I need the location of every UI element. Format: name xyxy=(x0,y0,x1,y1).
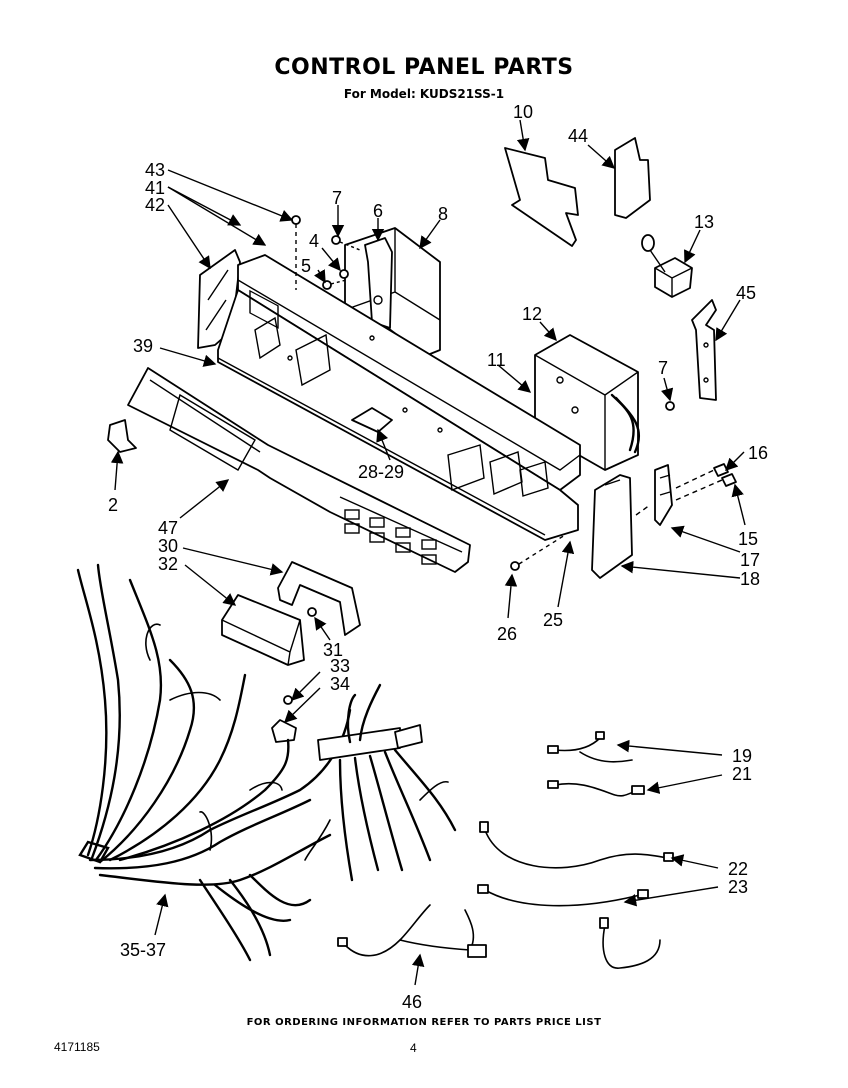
callout-5: 5 xyxy=(301,256,311,276)
callout-18: 18 xyxy=(740,569,760,589)
page-number: 4 xyxy=(410,1041,417,1055)
callout-43: 43 xyxy=(145,160,165,180)
callout-35-37: 35-37 xyxy=(120,940,166,960)
callout-34: 34 xyxy=(330,674,350,694)
callout-41: 41 xyxy=(145,178,165,198)
callout-19: 19 xyxy=(732,746,752,766)
callout-2: 2 xyxy=(108,495,118,515)
callout-23: 23 xyxy=(728,877,748,897)
callout-22: 22 xyxy=(728,859,748,879)
callout-44: 44 xyxy=(568,126,588,146)
part-45-bracket xyxy=(691,299,717,401)
wire-19 xyxy=(547,731,633,763)
callout-25: 25 xyxy=(543,610,563,630)
callout-16: 16 xyxy=(748,443,768,463)
callout-labels: 43 41 42 7 6 8 10 44 13 4 5 12 45 39 11 … xyxy=(108,102,768,1012)
part-30-bracket xyxy=(277,561,361,636)
part-18-end-cap xyxy=(591,474,633,579)
callout-33: 33 xyxy=(330,656,350,676)
part-2-label xyxy=(107,419,137,453)
part-47-overlay xyxy=(127,367,471,573)
wire-22 xyxy=(479,821,674,869)
wire-46 xyxy=(337,904,487,958)
part-8-box xyxy=(344,227,441,357)
callout-30: 30 xyxy=(158,536,178,556)
main-console-panel xyxy=(217,254,581,541)
callout-8: 8 xyxy=(438,204,448,224)
callout-11: 11 xyxy=(487,350,506,370)
callout-21: 21 xyxy=(732,764,752,784)
callout-26: 26 xyxy=(497,624,517,644)
callout-13: 13 xyxy=(694,212,714,232)
callout-10: 10 xyxy=(513,102,533,122)
callout-6: 6 xyxy=(373,201,383,221)
part-32-lamp xyxy=(221,594,305,666)
callout-7b: 7 xyxy=(658,358,668,378)
wire-harness-35-37 xyxy=(76,563,352,962)
callout-39: 39 xyxy=(133,336,153,356)
callout-7a: 7 xyxy=(332,188,342,208)
wire-23 xyxy=(477,884,661,969)
part-17-bracket xyxy=(654,464,673,526)
part-44-panel xyxy=(614,137,651,219)
wire-21 xyxy=(547,780,645,797)
callout-12: 12 xyxy=(522,304,542,324)
part-10-panel xyxy=(504,147,579,247)
callout-42: 42 xyxy=(145,195,165,215)
part-13-switch xyxy=(641,234,693,298)
callout-46: 46 xyxy=(402,992,422,1012)
model-subtitle: For Model: KUDS21SS-1 xyxy=(343,87,505,101)
callout-32: 32 xyxy=(158,554,178,574)
ordering-note: FOR ORDERING INFORMATION REFER TO PARTS … xyxy=(246,1017,602,1028)
callout-4: 4 xyxy=(309,231,319,251)
callout-28-29: 28-29 xyxy=(358,462,404,482)
callout-15: 15 xyxy=(738,529,758,549)
callout-45: 45 xyxy=(736,283,756,303)
connector-cluster xyxy=(304,683,457,882)
callout-17: 17 xyxy=(740,550,760,570)
leader-lines xyxy=(110,119,746,986)
callout-47: 47 xyxy=(158,518,178,538)
document-number: 4171185 xyxy=(54,1040,100,1054)
callout-31: 31 xyxy=(323,640,343,660)
page-title: CONTROL PANEL PARTS xyxy=(274,55,574,80)
